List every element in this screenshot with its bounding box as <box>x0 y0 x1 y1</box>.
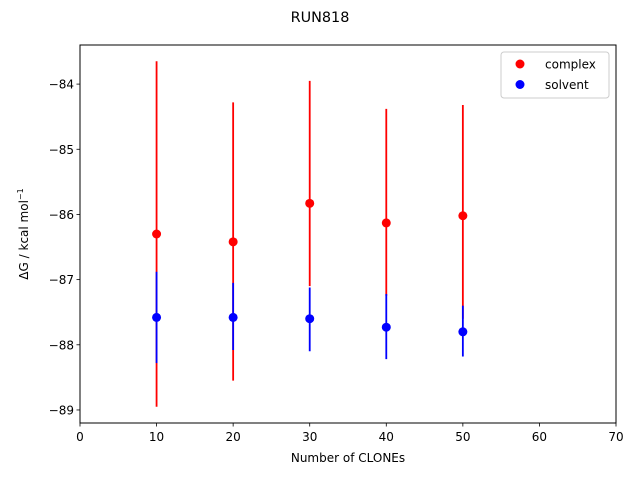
solvent-point <box>228 312 238 322</box>
x-axis-label: Number of CLONEs <box>291 451 405 465</box>
x-tick-label: 40 <box>379 430 394 444</box>
y-axis-label: ΔG / kcal mol−1 <box>16 188 31 279</box>
x-tick-label: 10 <box>149 430 164 444</box>
solvent-point <box>381 322 391 332</box>
x-axis-ticks: 0 10 20 30 40 50 60 70 <box>76 423 624 444</box>
complex-point <box>305 198 315 208</box>
x-tick-label: 0 <box>76 430 84 444</box>
legend-label-complex: complex <box>545 58 596 72</box>
legend-marker-solvent <box>515 80 525 89</box>
x-tick-label: 30 <box>302 430 317 444</box>
solvent-point <box>152 312 162 322</box>
complex-point <box>458 211 468 221</box>
y-tick-label: −89 <box>49 403 74 417</box>
complex-point <box>152 229 162 239</box>
y-tick-label: −84 <box>49 78 74 92</box>
legend-marker-complex <box>515 59 525 69</box>
legend-label-solvent: solvent <box>545 78 589 92</box>
data-points <box>152 198 468 337</box>
y-tick-label: −88 <box>49 338 74 352</box>
y-tick-label: −87 <box>49 273 74 287</box>
chart-title: RUN818 <box>291 10 350 26</box>
legend-box <box>500 51 610 99</box>
x-tick-label: 50 <box>455 430 470 444</box>
solvent-point <box>458 327 468 337</box>
complex-point <box>381 218 391 228</box>
y-tick-label: −86 <box>49 208 74 222</box>
y-axis-label-exponent: −1 <box>16 188 25 200</box>
solvent-point <box>305 314 315 324</box>
x-tick-label: 20 <box>226 430 241 444</box>
legend: complex solvent <box>500 51 610 99</box>
complex-point <box>228 237 238 247</box>
y-axis-ticks: −89 −88 −87 −86 −85 −84 <box>49 78 80 417</box>
y-tick-label: −85 <box>49 143 74 157</box>
plot-frame <box>79 44 617 424</box>
x-tick-label: 70 <box>608 430 623 444</box>
y-axis-label-main: ΔG / kcal mol <box>17 200 31 280</box>
x-tick-label: 60 <box>532 430 547 444</box>
